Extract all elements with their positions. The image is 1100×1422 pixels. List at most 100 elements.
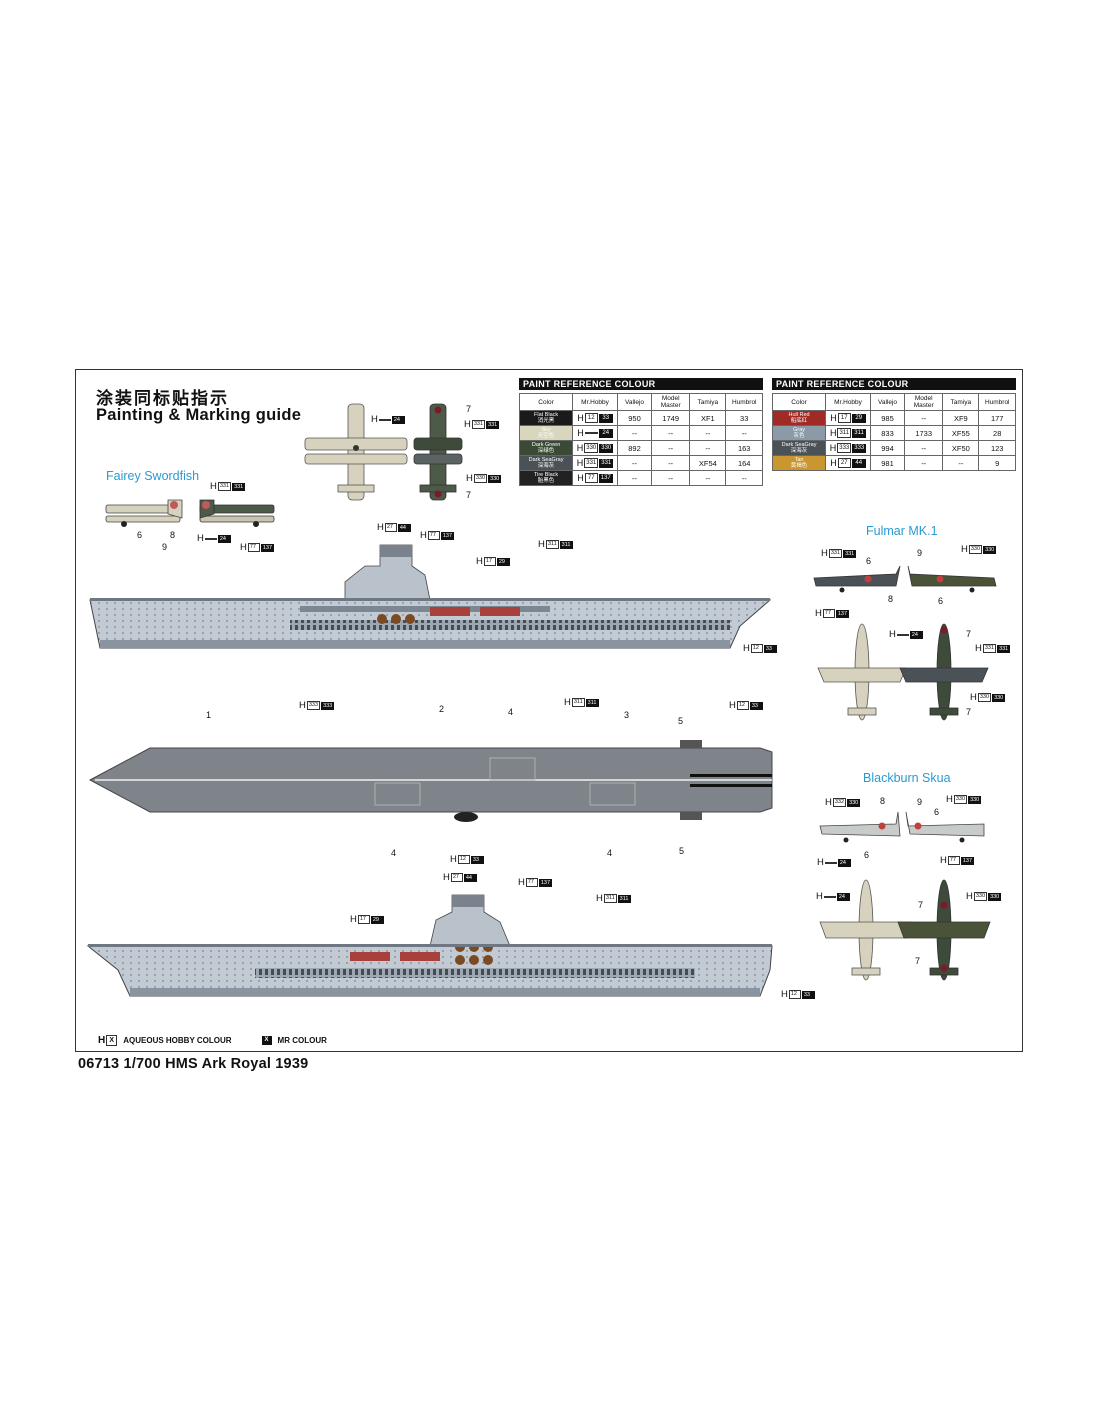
col-header: Tamiya [689,393,727,411]
label-fulmar: Fulmar MK.1 [866,524,938,538]
ref-number: 5 [679,846,685,856]
model-master-code: -- [904,440,944,456]
col-header: Vallejo [616,393,653,411]
vallejo-code: 833 [869,425,906,441]
paint-table-2-grid: Color Mr.Hobby Vallejo Model Master Tami… [771,393,1016,471]
col-header: Humbrol [725,393,763,411]
tamiya-code: XF9 [942,410,980,426]
model-master-code: -- [651,425,691,441]
vallejo-code: 994 [869,440,906,456]
paint-table-1: PAINT REFERENCE COLOUR Color Mr.Hobby Va… [518,378,763,486]
ref-number: 6 [934,807,940,817]
ref-number: 7 [466,490,472,500]
tamiya-code: XF50 [942,440,980,456]
ref-number: 9 [162,542,168,552]
ref-number: 8 [880,796,886,806]
ref-number: 7 [966,707,972,717]
col-header: Mr.Hobby [572,393,618,411]
humbrol-code: 123 [978,440,1016,456]
label-fairey-swordfish: Fairey Swordfish [106,469,200,483]
humbrol-code: -- [725,425,763,441]
legend-aqueous-label: AQUEOUS HOBBY COLOUR [123,1036,232,1045]
ref-number: 3 [624,710,630,720]
paint-table-1-grid: Color Mr.Hobby Vallejo Model Master Tami… [518,393,763,486]
tamiya-code: XF55 [942,425,980,441]
model-master-code: -- [651,470,691,486]
ref-number: 4 [391,848,397,858]
ref-number: 6 [864,850,870,860]
ref-number: 7 [915,956,921,966]
title-english: Painting & Marking guide [96,406,302,424]
ref-number: 7 [918,900,924,910]
paint-table-2-heading: PAINT REFERENCE COLOUR [772,378,1016,390]
col-header: Model Master [651,393,691,411]
humbrol-code: 33 [725,410,763,426]
ref-number: 6 [137,530,143,540]
model-master-code: 1749 [651,410,691,426]
col-header: Vallejo [869,393,906,411]
paint-table-2: PAINT REFERENCE COLOUR Color Mr.Hobby Va… [771,378,1016,471]
ref-number: 9 [917,797,923,807]
humbrol-code: 163 [725,440,763,456]
ref-number: 5 [678,716,684,726]
ref-number: 8 [170,530,176,540]
humbrol-code: -- [725,470,763,486]
vallejo-code: 985 [869,410,906,426]
model-master-code: -- [904,410,944,426]
col-header: Color [518,393,574,411]
ref-number: 8 [888,594,894,604]
tamiya-code: -- [689,470,727,486]
model-master-code: 1733 [904,425,944,441]
legend-mr-label: MR COLOUR [277,1036,327,1045]
model-master-code: -- [651,440,691,456]
title-chinese: 涂装同标贴指示 [96,389,229,408]
guide-frame [75,369,1023,1052]
ref-number: 2 [439,704,445,714]
ref-number: 4 [607,848,613,858]
